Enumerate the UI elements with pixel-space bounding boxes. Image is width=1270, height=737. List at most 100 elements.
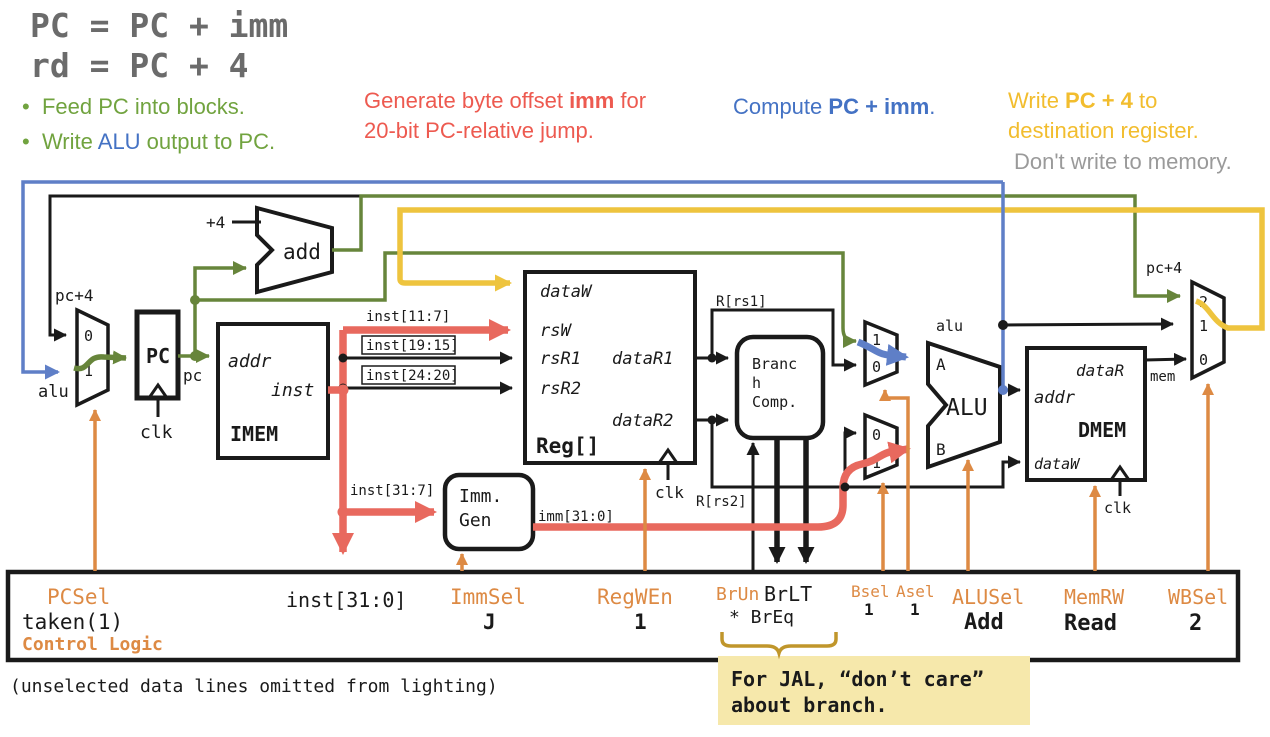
alu-a-label: A (936, 355, 946, 374)
reg-rsw-label: rsW (540, 321, 572, 341)
bullet2-alu: ALU (97, 129, 141, 154)
alu-b-label: B (936, 440, 946, 459)
alusel-value: Add (964, 610, 1004, 635)
bsel-value: 1 (864, 600, 874, 619)
label-pc-plus4-right: pc+4 (1146, 259, 1182, 277)
wb-mux-1: 1 (1199, 317, 1208, 335)
dot-inst-junction (337, 384, 349, 396)
wire-r-rs2-bmux (843, 426, 857, 487)
dot-rs2-b (840, 482, 850, 492)
label-pc-plus4-left: pc+4 (55, 286, 94, 305)
a-mux-0: 0 (872, 358, 881, 376)
immgen-l1: Imm. (459, 486, 502, 507)
yellow-note-line2: destination register. (1008, 118, 1199, 143)
pc-label: PC (146, 344, 170, 368)
blue-wires (21, 180, 1005, 388)
imem-block (216, 322, 330, 460)
wire-alu-tap (1002, 317, 1174, 331)
dmem-label: DMEM (1078, 418, 1126, 442)
wire-imm-to-alu-b (533, 441, 911, 531)
label-r-rs1: R[rs1] (716, 294, 767, 310)
reg-datar2-label: dataR2 (612, 411, 673, 431)
clk-triangles (147, 382, 1131, 481)
yellow-note-bold: PC + 4 (1065, 88, 1133, 113)
reg-datar1-label: dataR1 (612, 349, 673, 369)
red-note-pre: Generate byte offset (364, 88, 570, 113)
wbsel-label: WBSel (1168, 585, 1228, 609)
bullet2-pre: Write (41, 129, 98, 154)
dot-rs1 (707, 353, 717, 363)
regwen-value: 1 (634, 610, 647, 634)
dot-pc-green1 (190, 295, 200, 305)
label-r-rs2: R[rs2] (696, 494, 747, 510)
yellow-note-pre: Write (1008, 88, 1066, 113)
wire-pc-to-amux (195, 251, 857, 348)
label-alu-left: alu (38, 382, 69, 402)
annotation-memory: Don't write to memory. (1014, 149, 1232, 174)
imem-addr-label: addr (228, 351, 272, 372)
bullet-icon: • (22, 94, 30, 119)
b-mux-0: 0 (872, 426, 881, 444)
label-inst-11-7: inst[11:7] (366, 309, 450, 325)
pc-mux-0: 0 (84, 327, 93, 345)
dmem-datar-label: dataR (1076, 361, 1124, 380)
immgen-l2: Gen (459, 510, 492, 531)
wire-mem (1144, 352, 1187, 366)
wbsel-value: 2 (1189, 611, 1202, 636)
wire-pc-plus4-feedback (48, 194, 361, 342)
immsel-label: ImmSel (450, 585, 526, 609)
reg-clk-triangle (657, 447, 679, 464)
alusel-label: ALUSel (952, 585, 1024, 609)
dot-pc-green2 (190, 351, 200, 361)
control-bar-labels: PCSel taken(1) Control Logic inst[31:0] … (22, 582, 1228, 655)
regfile-block (523, 270, 697, 465)
bullet-write-alu: • Write ALU output to PC. (22, 129, 275, 155)
dot-inst19 (338, 353, 348, 363)
label-alu-tap: alu (936, 317, 963, 335)
asel-label: Asel (896, 582, 935, 601)
annotation-compute: Compute PC + imm. (733, 94, 935, 120)
alu-label: ALU (946, 395, 988, 421)
blue-note-bold: PC + imm (828, 94, 930, 119)
pcsel-value: taken(1) (22, 610, 123, 634)
pc-clk-label: clk (140, 422, 173, 443)
label-box-inst24 (361, 365, 456, 385)
sticky-note-text: For JAL, “don’t care” about branch. (731, 667, 984, 717)
dmem-addr-label: addr (1034, 388, 1076, 408)
pcsel-label: PCSel (47, 585, 110, 609)
label-inst-31-7: inst[31:7] (350, 483, 434, 499)
blue-note-post: . (929, 94, 936, 119)
note-line2: about branch. (731, 693, 888, 717)
branch-comp-l3: Comp. (752, 393, 797, 411)
reg-clk-label: clk (655, 483, 684, 502)
red-note-post: for (614, 88, 647, 113)
imem-label: IMEM (230, 422, 278, 446)
control-logic-label: Control Logic (22, 634, 163, 655)
bullet2-post: output to PC. (140, 129, 276, 154)
bullet-feed-pc: • Feed PC into blocks. (22, 94, 245, 120)
wire-asel (879, 389, 910, 571)
blue-note-pre: Compute (733, 94, 829, 119)
memrw-value: Read (1064, 611, 1117, 636)
inst-bus-label: inst[31:0] (286, 588, 406, 612)
a-mux-1: 1 (872, 331, 881, 349)
wire-amux-to-alu-a (856, 338, 909, 366)
code-line2: rd = PC + 4 (30, 46, 249, 85)
bsel-label: Bsel (851, 582, 890, 601)
branch-outputs (768, 439, 815, 564)
yellow-wires (397, 207, 1265, 331)
blocks (5, 205, 1241, 663)
regwen-label: RegWEn (597, 585, 673, 609)
immgen-block (442, 472, 536, 552)
wire-labels: pc+4 alu 0 1 PC pc clk +4 add addr inst … (38, 213, 1208, 531)
add-label: add (283, 240, 321, 264)
branch-comp-l1: Branc (752, 355, 797, 373)
dot-rs2 (707, 415, 717, 425)
reg-dataw-label: dataW (540, 282, 593, 302)
pc-mux-1: 1 (84, 362, 93, 380)
wire-pcmux-to-pc (73, 350, 127, 372)
wire-pc4-to-wbmux (332, 194, 1181, 303)
label-imm-31-0: imm[31:0] (538, 509, 614, 525)
